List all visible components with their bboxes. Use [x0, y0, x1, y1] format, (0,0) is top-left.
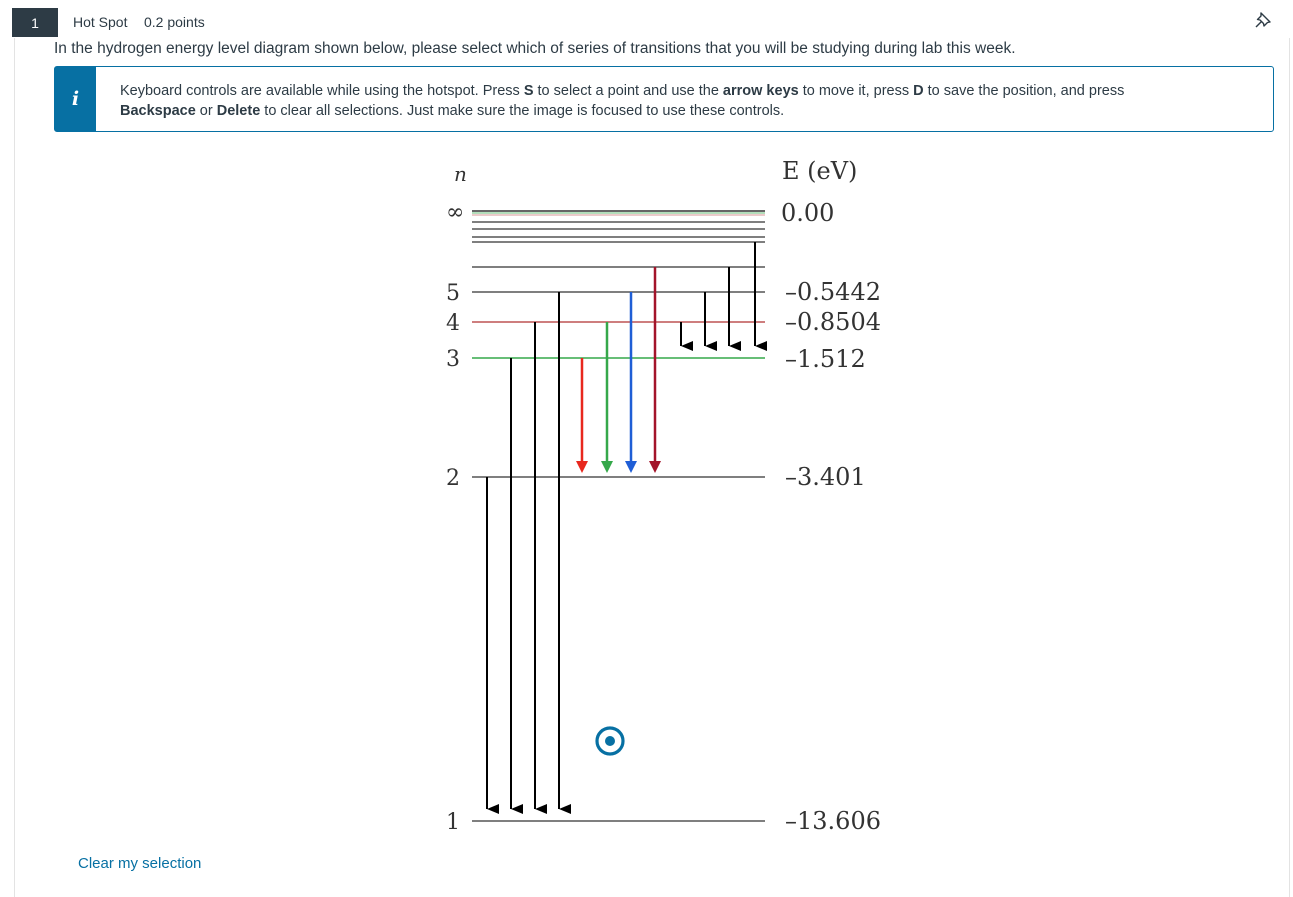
keyboard-info-box: i Keyboard controls are available while …	[54, 66, 1274, 132]
n-label-2: 2	[446, 466, 460, 491]
right-border	[1289, 38, 1290, 897]
info-icon: i	[55, 67, 96, 131]
clear-selection-link[interactable]: Clear my selection	[78, 855, 202, 872]
pin-icon[interactable]	[1253, 10, 1273, 30]
left-border	[14, 38, 15, 897]
question-number: 1	[12, 8, 58, 37]
n-label-5: 5	[446, 281, 460, 306]
energy-header: E (eV)	[782, 157, 857, 185]
hotspot-image[interactable]: n E (eV) ∞ 5 4 3 2 1 0.00 –0.5442 –0.850…	[420, 145, 920, 845]
question-type: Hot Spot	[73, 14, 128, 30]
lyman-series-arrows	[486, 292, 571, 814]
energy-label-5: –0.5442	[785, 278, 881, 306]
balmer-series-arrows	[576, 267, 661, 473]
n-label-1: 1	[446, 810, 460, 835]
n-label-infinity: ∞	[446, 200, 464, 225]
energy-label-0: 0.00	[781, 199, 834, 227]
question-points: 0.2 points	[144, 14, 205, 30]
question-prompt: In the hydrogen energy level diagram sho…	[54, 40, 1016, 57]
energy-label-2: –3.401	[785, 463, 866, 491]
n-label-4: 4	[446, 311, 460, 336]
info-text: Keyboard controls are available while us…	[120, 83, 1125, 119]
energy-levels	[472, 210, 765, 822]
target-icon[interactable]	[595, 726, 625, 756]
paschen-series-arrows	[680, 242, 767, 351]
n-label-3: 3	[446, 347, 460, 372]
n-header: n	[454, 162, 467, 186]
energy-label-1: –13.606	[785, 807, 881, 835]
energy-label-3: –1.512	[785, 345, 866, 373]
energy-label-4: –0.8504	[785, 308, 881, 336]
